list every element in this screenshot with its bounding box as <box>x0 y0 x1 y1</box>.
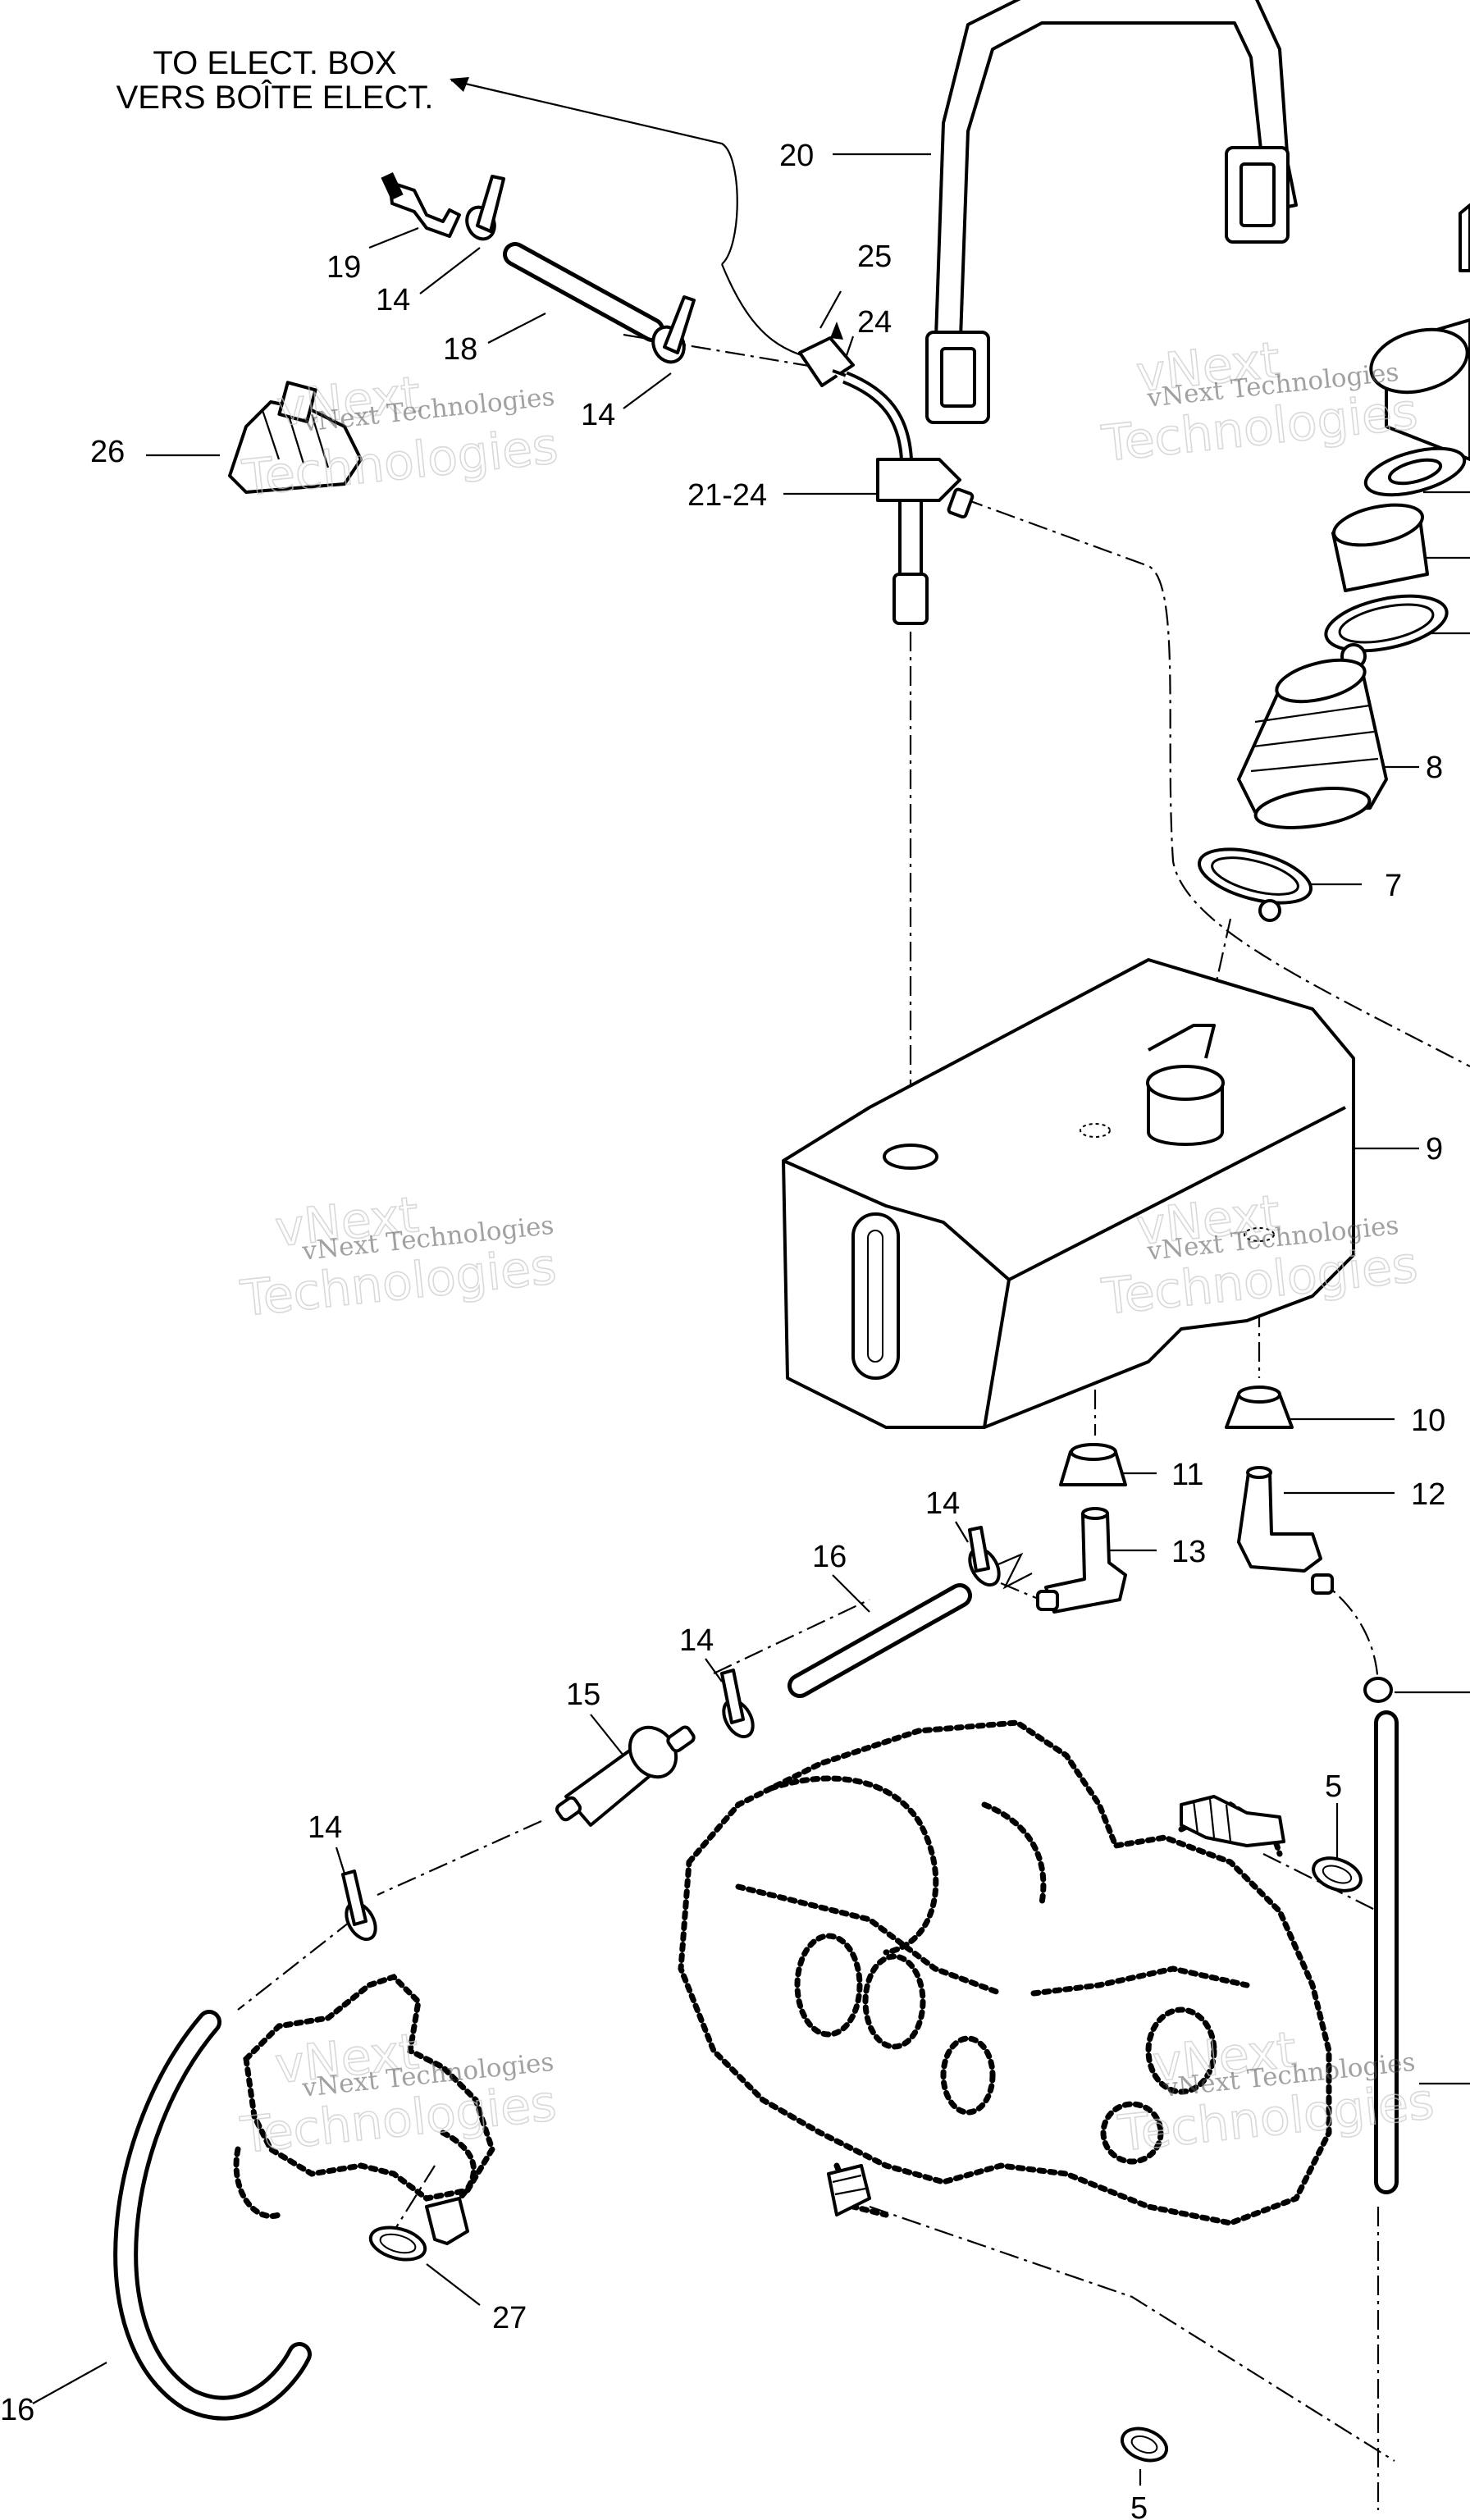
callout-25: 25 <box>857 240 892 274</box>
breather-assembly <box>381 172 696 364</box>
tank-fittings <box>992 1386 1334 1614</box>
callout-10: 10 <box>1411 1404 1445 1438</box>
callout-14: 14 <box>376 283 410 317</box>
callout-8: 8 <box>1426 751 1443 785</box>
callout-27: 27 <box>492 2301 527 2335</box>
callout-18: 18 <box>443 332 477 367</box>
callout-20: 20 <box>779 139 814 173</box>
callout-14: 14 <box>925 1486 960 1521</box>
callout-13: 13 <box>1171 1535 1206 1569</box>
callout-14: 14 <box>581 398 615 432</box>
callout-11: 11 <box>1171 1458 1203 1492</box>
callout-24: 24 <box>857 305 892 340</box>
callout-26: 26 <box>90 435 125 469</box>
filter-hose-assembly <box>113 1526 1001 2421</box>
note-line-2: VERS BOÎTE ELECT. <box>116 79 434 116</box>
oil-tank <box>782 958 1355 1429</box>
note-line-1: TO ELECT. BOX <box>153 45 396 81</box>
oil-level-sensor <box>798 322 975 625</box>
callout-14: 14 <box>679 1623 714 1658</box>
callout-16: 16 <box>812 1540 847 1574</box>
tank-strap <box>925 0 1298 424</box>
direction-note: TO ELECT. BOX VERS BOÎTE ELECT. <box>116 45 434 116</box>
callout-5: 5 <box>1325 1769 1342 1804</box>
callout-12: 12 <box>1411 1477 1445 1512</box>
oil-drop-icon <box>830 322 843 340</box>
callout-7: 7 <box>1385 869 1402 903</box>
callout-15: 15 <box>566 1678 600 1712</box>
connector-26 <box>228 381 363 494</box>
callout-5: 5 <box>1130 2491 1148 2520</box>
callout-19: 19 <box>326 250 361 285</box>
callout-14: 14 <box>308 1810 342 1845</box>
callout-21-24: 21-24 <box>687 478 767 513</box>
arrow-head-icon <box>450 77 469 92</box>
callout-labels: 20 19 14 18 14 25 24 26 21-24 8 7 9 10 1… <box>0 139 1445 2520</box>
filler-neck-assembly <box>1197 203 1470 922</box>
oil-pump <box>233 1973 495 2245</box>
callout-9: 9 <box>1426 1132 1443 1166</box>
callout-16: 16 <box>0 2393 34 2427</box>
engine-fittings <box>827 1677 1399 2463</box>
